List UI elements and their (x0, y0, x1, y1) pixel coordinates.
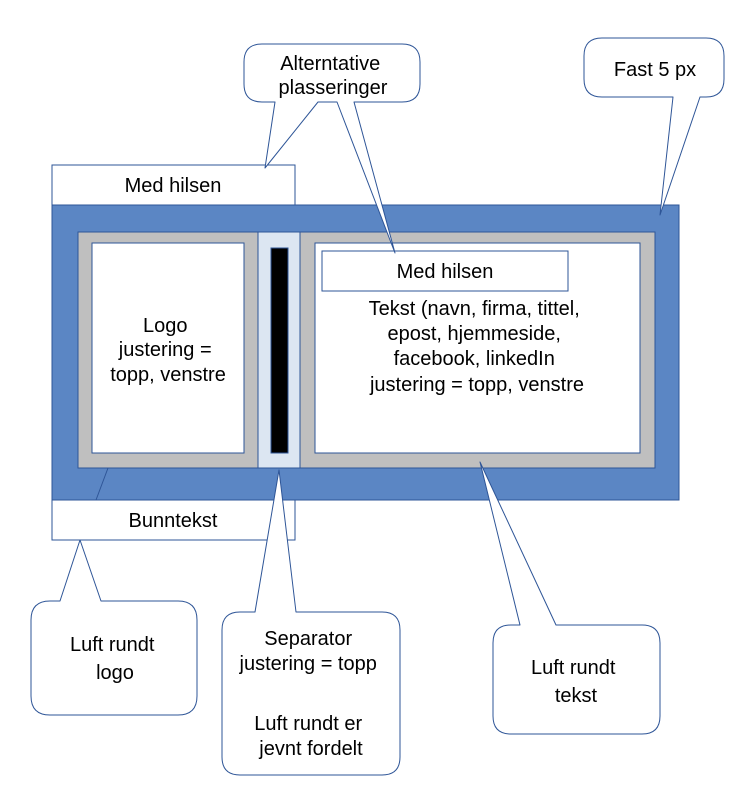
inner-greeting-box (321, 250, 569, 292)
callout-alternatives (243, 43, 421, 254)
inner-greeting-label: Med hilsen (397, 261, 494, 283)
text-block-line: facebook, linkedIn (394, 348, 555, 370)
callout-logo-padding (30, 539, 198, 716)
text-block-line: epost, hjemmeside, (388, 323, 561, 345)
top-greeting-label: Med hilsen (125, 175, 222, 197)
separator-bar (270, 247, 289, 454)
callout-line: Luft rundt er (254, 713, 362, 735)
callout-line: Luft rundt (70, 634, 155, 656)
text-block-label: Tekst (navn, firma, tittel, epost, hjemm… (369, 298, 586, 396)
top-greeting-box (51, 164, 296, 206)
callout-line: Luft rundt (531, 657, 616, 679)
callout-line: jevnt fordelt (258, 738, 363, 760)
logo-line: Logo (143, 315, 188, 337)
text-block-line: justering = topp, venstre (369, 374, 584, 396)
logo-box (91, 242, 245, 454)
text-block-line: Tekst (navn, firma, tittel, (369, 298, 580, 320)
bottom-text-box (51, 499, 296, 541)
callout-logo-pointer (95, 467, 109, 501)
callout-text-padding-text: Luft rundt tekst (531, 657, 621, 707)
callout-fixed (583, 37, 725, 216)
callout-line: Fast 5 px (614, 59, 696, 81)
logo-label: Logo justering = topp, venstre (110, 315, 226, 386)
callout-logo-padding-text: Luft rundt logo (70, 634, 160, 684)
callout-fixed-text: Fast 5 px (614, 59, 696, 81)
callout-alternatives-text: Alterntative plasseringer (279, 53, 388, 99)
logo-line: topp, venstre (110, 364, 226, 386)
callout-text-padding (479, 461, 661, 735)
callout-line: Alterntative (280, 53, 380, 75)
callout-line: justering = topp (239, 653, 377, 675)
callout-line: logo (96, 662, 134, 684)
callout-line: tekst (555, 685, 598, 707)
callout-separator (221, 469, 401, 776)
bottom-text-label: Bunntekst (129, 510, 218, 532)
callout-line: plasseringer (279, 77, 388, 99)
callout-separator-text: Separator justering = topp Luft rundt er… (239, 628, 383, 760)
logo-line: justering = (118, 339, 212, 361)
callout-line: Separator (264, 628, 352, 650)
